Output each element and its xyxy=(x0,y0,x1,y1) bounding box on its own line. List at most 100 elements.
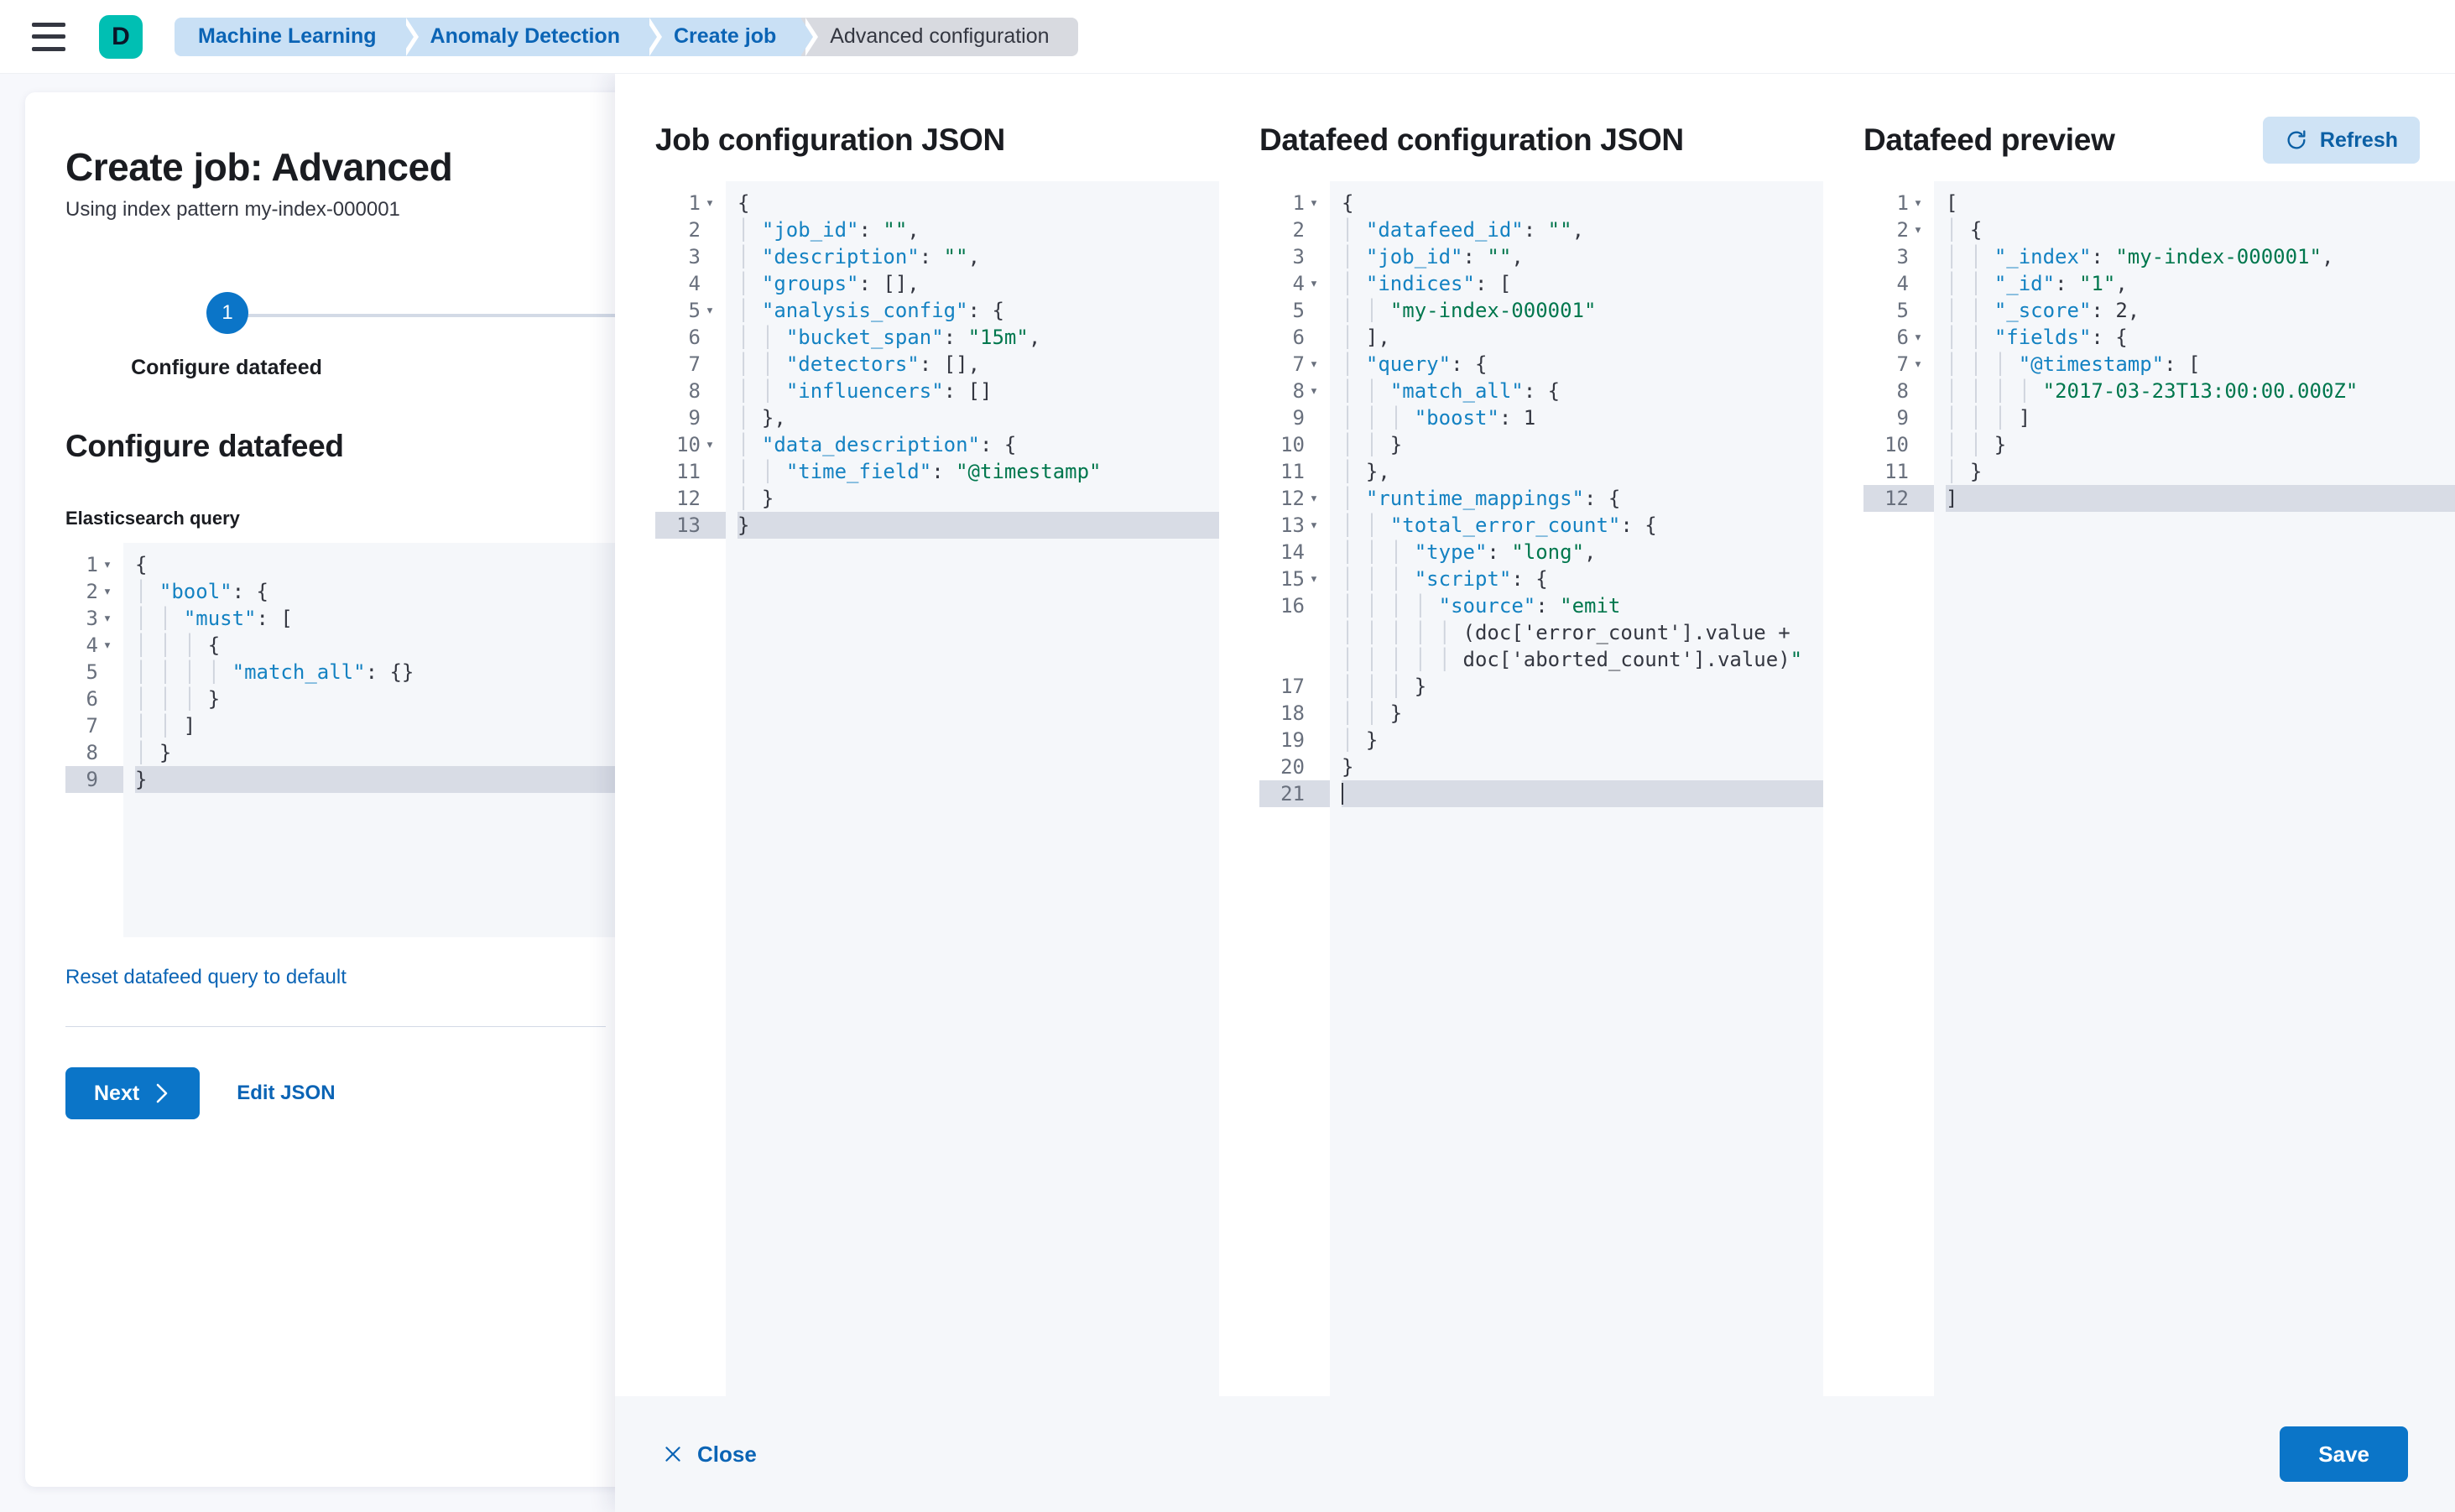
editor-line-number: 10▾ xyxy=(1884,433,1909,456)
refresh-button-label: Refresh xyxy=(2319,128,2398,152)
editor-code-area[interactable]: [│ {│ │ "_index": "my-index-000001",│ │ … xyxy=(1934,181,2455,1396)
editor-line-number: 12▾ xyxy=(1863,485,1934,512)
editor-code-line: │ }, xyxy=(1342,460,1390,483)
editor-line-number: 11▾ xyxy=(1884,460,1909,483)
breadcrumb-item-machine-learning[interactable]: Machine Learning xyxy=(175,17,419,56)
step-progress-line xyxy=(227,314,646,317)
breadcrumb-item-advanced-configuration: Advanced configuration xyxy=(801,17,1078,56)
editor-line-number: 5▾ xyxy=(1292,299,1305,322)
elasticsearch-query-editor[interactable]: 1▾2▾3▾4▾5▾6▾7▾8▾9▾{│ "bool": {│ │ "must"… xyxy=(65,543,646,937)
editor-code-line: │ "description": "", xyxy=(738,245,981,269)
editor-code-line: │ │ } xyxy=(1342,701,1403,725)
datafeed-configuration-json-editor[interactable]: 1▾2▾3▾4▾5▾6▾7▾8▾9▾10▾11▾12▾13▾14▾15▾16▾ … xyxy=(1259,181,1823,1396)
elasticsearch-query-label: Elasticsearch query xyxy=(65,508,240,529)
editor-code-line: │ │ "match_all": { xyxy=(1342,379,1561,403)
breadcrumb-item-create-job[interactable]: Create job xyxy=(644,17,819,56)
editor-line-number: 9▾ xyxy=(1896,406,1909,430)
breadcrumb: Machine Learning Anomaly Detection Creat… xyxy=(175,17,1078,56)
editor-code-line: │ │ "fields": { xyxy=(1946,326,2128,349)
editor-line-number: 3▾ xyxy=(86,607,112,630)
editor-code-line: │ │ "_index": "my-index-000001", xyxy=(1946,245,2334,269)
editor-code-line: │ }, xyxy=(738,406,786,430)
editor-code-line: │ "runtime_mappings": { xyxy=(1342,487,1621,510)
section-title: Configure datafeed xyxy=(65,429,344,463)
editor-line-number: 10▾ xyxy=(676,433,715,456)
advanced-configuration-flyout: Job configuration JSON 1▾2▾3▾4▾5▾6▾7▾8▾9… xyxy=(615,74,2455,1512)
editor-line-number: 3▾ xyxy=(1292,245,1305,269)
editor-line-number: 19▾ xyxy=(1280,728,1305,752)
editor-code-line: │ │ │ } xyxy=(1342,675,1427,698)
editor-line-number: 2▾ xyxy=(1896,218,1923,242)
editor-line-number: 4▾ xyxy=(86,633,112,657)
breadcrumb-item-anomaly-detection[interactable]: Anomaly Detection xyxy=(401,17,663,56)
next-button-label: Next xyxy=(94,1081,140,1105)
datafeed-preview-editor[interactable]: 1▾2▾3▾4▾5▾6▾7▾8▾9▾10▾11▾12▾[│ {│ │ "_ind… xyxy=(1863,181,2455,1396)
editor-code-area[interactable]: {│ "job_id": "",│ "description": "",│ "g… xyxy=(726,181,1219,1396)
editor-line-number: 1▾ xyxy=(1896,191,1923,215)
editor-line-number: 3▾ xyxy=(688,245,701,269)
editor-line-number: 12▾ xyxy=(1280,487,1319,510)
editor-line-number: 1▾ xyxy=(86,553,112,576)
save-button[interactable]: Save xyxy=(2280,1426,2408,1482)
editor-line-numbers: 1▾2▾3▾4▾5▾6▾7▾8▾9▾ xyxy=(65,543,123,937)
editor-line-number: 5▾ xyxy=(688,299,715,322)
editor-code-area[interactable]: {│ "datafeed_id": "",│ "job_id": "",│ "i… xyxy=(1330,181,1823,1396)
job-configuration-column: Job configuration JSON 1▾2▾3▾4▾5▾6▾7▾8▾9… xyxy=(615,114,1219,1396)
editor-code-line: { xyxy=(1342,191,1354,215)
editor-line-numbers: 1▾2▾3▾4▾5▾6▾7▾8▾9▾10▾11▾12▾ xyxy=(1863,181,1934,1396)
close-button[interactable]: Close xyxy=(662,1442,757,1468)
editor-line-number: 9▾ xyxy=(65,766,123,793)
editor-code-line: │ "groups": [], xyxy=(738,272,920,295)
job-configuration-title: Job configuration JSON xyxy=(655,123,1005,157)
editor-code-line: │ │ │ "script": { xyxy=(1342,567,1548,591)
editor-code-line: │ "data_description": { xyxy=(738,433,1017,456)
editor-line-number: 12▾ xyxy=(676,487,701,510)
divider xyxy=(65,1026,606,1027)
editor-line-number: 6▾ xyxy=(86,687,98,711)
editor-line-number: 5▾ xyxy=(1896,299,1909,322)
editor-line-number: 14▾ xyxy=(1280,540,1305,564)
editor-line-number: 9▾ xyxy=(1292,406,1305,430)
editor-line-number: 1▾ xyxy=(1292,191,1319,215)
editor-code-line: │ │ "influencers": [] xyxy=(738,379,993,403)
datafeed-configuration-column: Datafeed configuration JSON 1▾2▾3▾4▾5▾6▾… xyxy=(1219,114,1823,1396)
editor-line-number: 21▾ xyxy=(1259,780,1330,807)
editor-code-area[interactable]: {│ "bool": {│ │ "must": [│ │ │ {│ │ │ │ … xyxy=(123,543,646,937)
editor-code-line: │ │ │ │ "match_all": {} xyxy=(135,660,414,684)
editor-line-number: 18▾ xyxy=(1280,701,1305,725)
editor-code-line: │ │ "total_error_count": { xyxy=(1342,514,1657,537)
editor-line-number: 4▾ xyxy=(688,272,701,295)
editor-line-number-continuation: ▾ xyxy=(1259,646,1330,673)
editor-line-number: 1▾ xyxy=(688,191,715,215)
editor-code-line: │ │ │ ] xyxy=(1946,406,2031,430)
editor-code-line: { xyxy=(738,191,750,215)
editor-code-line: │ "bool": { xyxy=(135,580,268,603)
editor-line-number: 8▾ xyxy=(1292,379,1319,403)
editor-code-line: } xyxy=(135,766,646,793)
reset-datafeed-query-link[interactable]: Reset datafeed query to default xyxy=(65,966,347,988)
editor-line-number: 13▾ xyxy=(1280,514,1319,537)
next-button[interactable]: Next xyxy=(65,1067,201,1119)
flyout-footer: Close Save xyxy=(615,1396,2455,1512)
editor-line-numbers: 1▾2▾3▾4▾5▾6▾7▾8▾9▾10▾11▾12▾13▾14▾15▾16▾ … xyxy=(1259,181,1330,1396)
editor-code-line: │ │ │ "type": "long", xyxy=(1342,540,1597,564)
page-title: Create job: Advanced xyxy=(65,145,453,189)
job-configuration-json-editor[interactable]: 1▾2▾3▾4▾5▾6▾7▾8▾9▾10▾11▾12▾13▾{│ "job_id… xyxy=(655,181,1219,1396)
refresh-button[interactable]: Refresh xyxy=(2262,117,2420,164)
editor-line-number: 2▾ xyxy=(1292,218,1305,242)
editor-code-line: │ "indices": [ xyxy=(1342,272,1512,295)
editor-code-line: │ } xyxy=(1342,728,1379,752)
editor-line-number: 20▾ xyxy=(1280,755,1305,779)
editor-code-line: ] xyxy=(1946,485,2455,512)
edit-json-link[interactable]: Edit JSON xyxy=(237,1082,336,1104)
hamburger-menu-icon[interactable] xyxy=(32,22,65,51)
editor-code-line: │ "datafeed_id": "", xyxy=(1342,218,1585,242)
step-circle-1[interactable]: 1 xyxy=(206,292,248,334)
app-logo-badge[interactable]: D xyxy=(99,14,143,59)
editor-code-line: │ │ │ { xyxy=(135,633,221,657)
editor-code-line: │ │ │ │ "2017-03-23T13:00:00.000Z" xyxy=(1946,379,2359,403)
refresh-icon xyxy=(2287,130,2306,149)
editor-code-line: │ } xyxy=(135,741,172,764)
editor-code-line: } xyxy=(738,512,1219,539)
editor-line-number: 6▾ xyxy=(1292,326,1305,349)
